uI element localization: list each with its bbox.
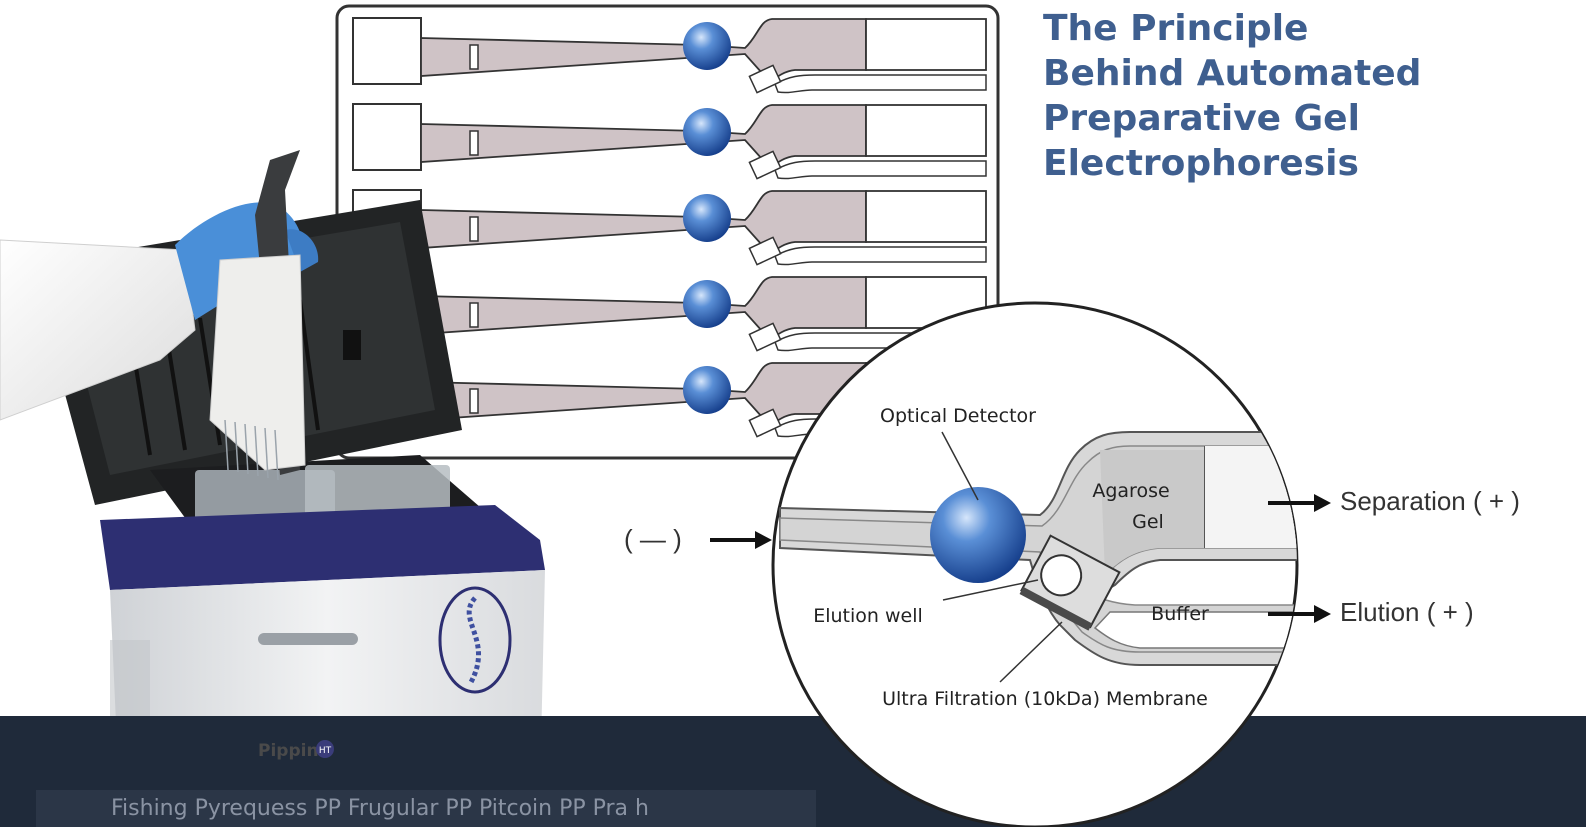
lane-membrane — [748, 64, 782, 94]
title-line-2: Behind Automated — [1043, 53, 1422, 94]
instrument-badge-icon — [316, 740, 334, 758]
lane-membrane — [748, 150, 782, 180]
flow-arrows — [710, 494, 1331, 623]
title-line-4: Electrophoresis — [1043, 143, 1359, 184]
title-line-3: Preparative Gel — [1043, 98, 1360, 139]
zoom-detail: Optical Detector Agarose Gel Elution wel… — [771, 301, 1299, 827]
lane-gel-block — [865, 190, 987, 243]
lane-membrane — [748, 236, 782, 266]
lane-buffer-channel — [774, 246, 987, 266]
label-agarose: Agarose — [1092, 480, 1169, 502]
lane-detector-icon — [683, 194, 731, 242]
lane-detector-icon — [683, 366, 731, 414]
label-elution-well: Elution well — [813, 605, 923, 627]
instrument-badge: HT — [319, 746, 332, 756]
label-membrane: Ultra Filtration (10kDa) Membrane — [882, 688, 1208, 710]
caption-bar: Fishing Pyrequess PP Frugular PP Pitcoin… — [36, 790, 816, 827]
label-gel: Gel — [1132, 511, 1164, 533]
lane-detector-icon — [683, 22, 731, 70]
lane-detector-icon — [683, 280, 731, 328]
lane-marker — [469, 302, 479, 328]
label-negative: ( — ) — [624, 524, 682, 554]
lane-well — [352, 17, 422, 85]
optical-detector-icon — [930, 487, 1026, 583]
lane-marker — [469, 130, 479, 156]
lane-membrane — [748, 322, 782, 352]
lane-gel-block — [865, 104, 987, 157]
instrument-brand: Pippin — [258, 741, 319, 761]
title-line-1: The Principle — [1043, 8, 1309, 49]
lane-buffer-channel — [774, 74, 987, 94]
label-separation: Separation ( + ) — [1340, 486, 1520, 516]
lane-gel-block — [865, 18, 987, 71]
lane-marker — [469, 44, 479, 70]
lane-well — [352, 103, 422, 171]
lane-detector-icon — [683, 108, 731, 156]
lane-membrane — [748, 408, 782, 438]
diagram-title: The Principle Behind Automated Preparati… — [1043, 6, 1513, 186]
lane-marker — [469, 388, 479, 414]
lane-buffer-channel — [774, 160, 987, 180]
label-elution: Elution ( + ) — [1340, 597, 1474, 627]
label-optical-detector: Optical Detector — [880, 405, 1036, 427]
lane-marker — [469, 216, 479, 242]
label-buffer: Buffer — [1151, 603, 1209, 625]
